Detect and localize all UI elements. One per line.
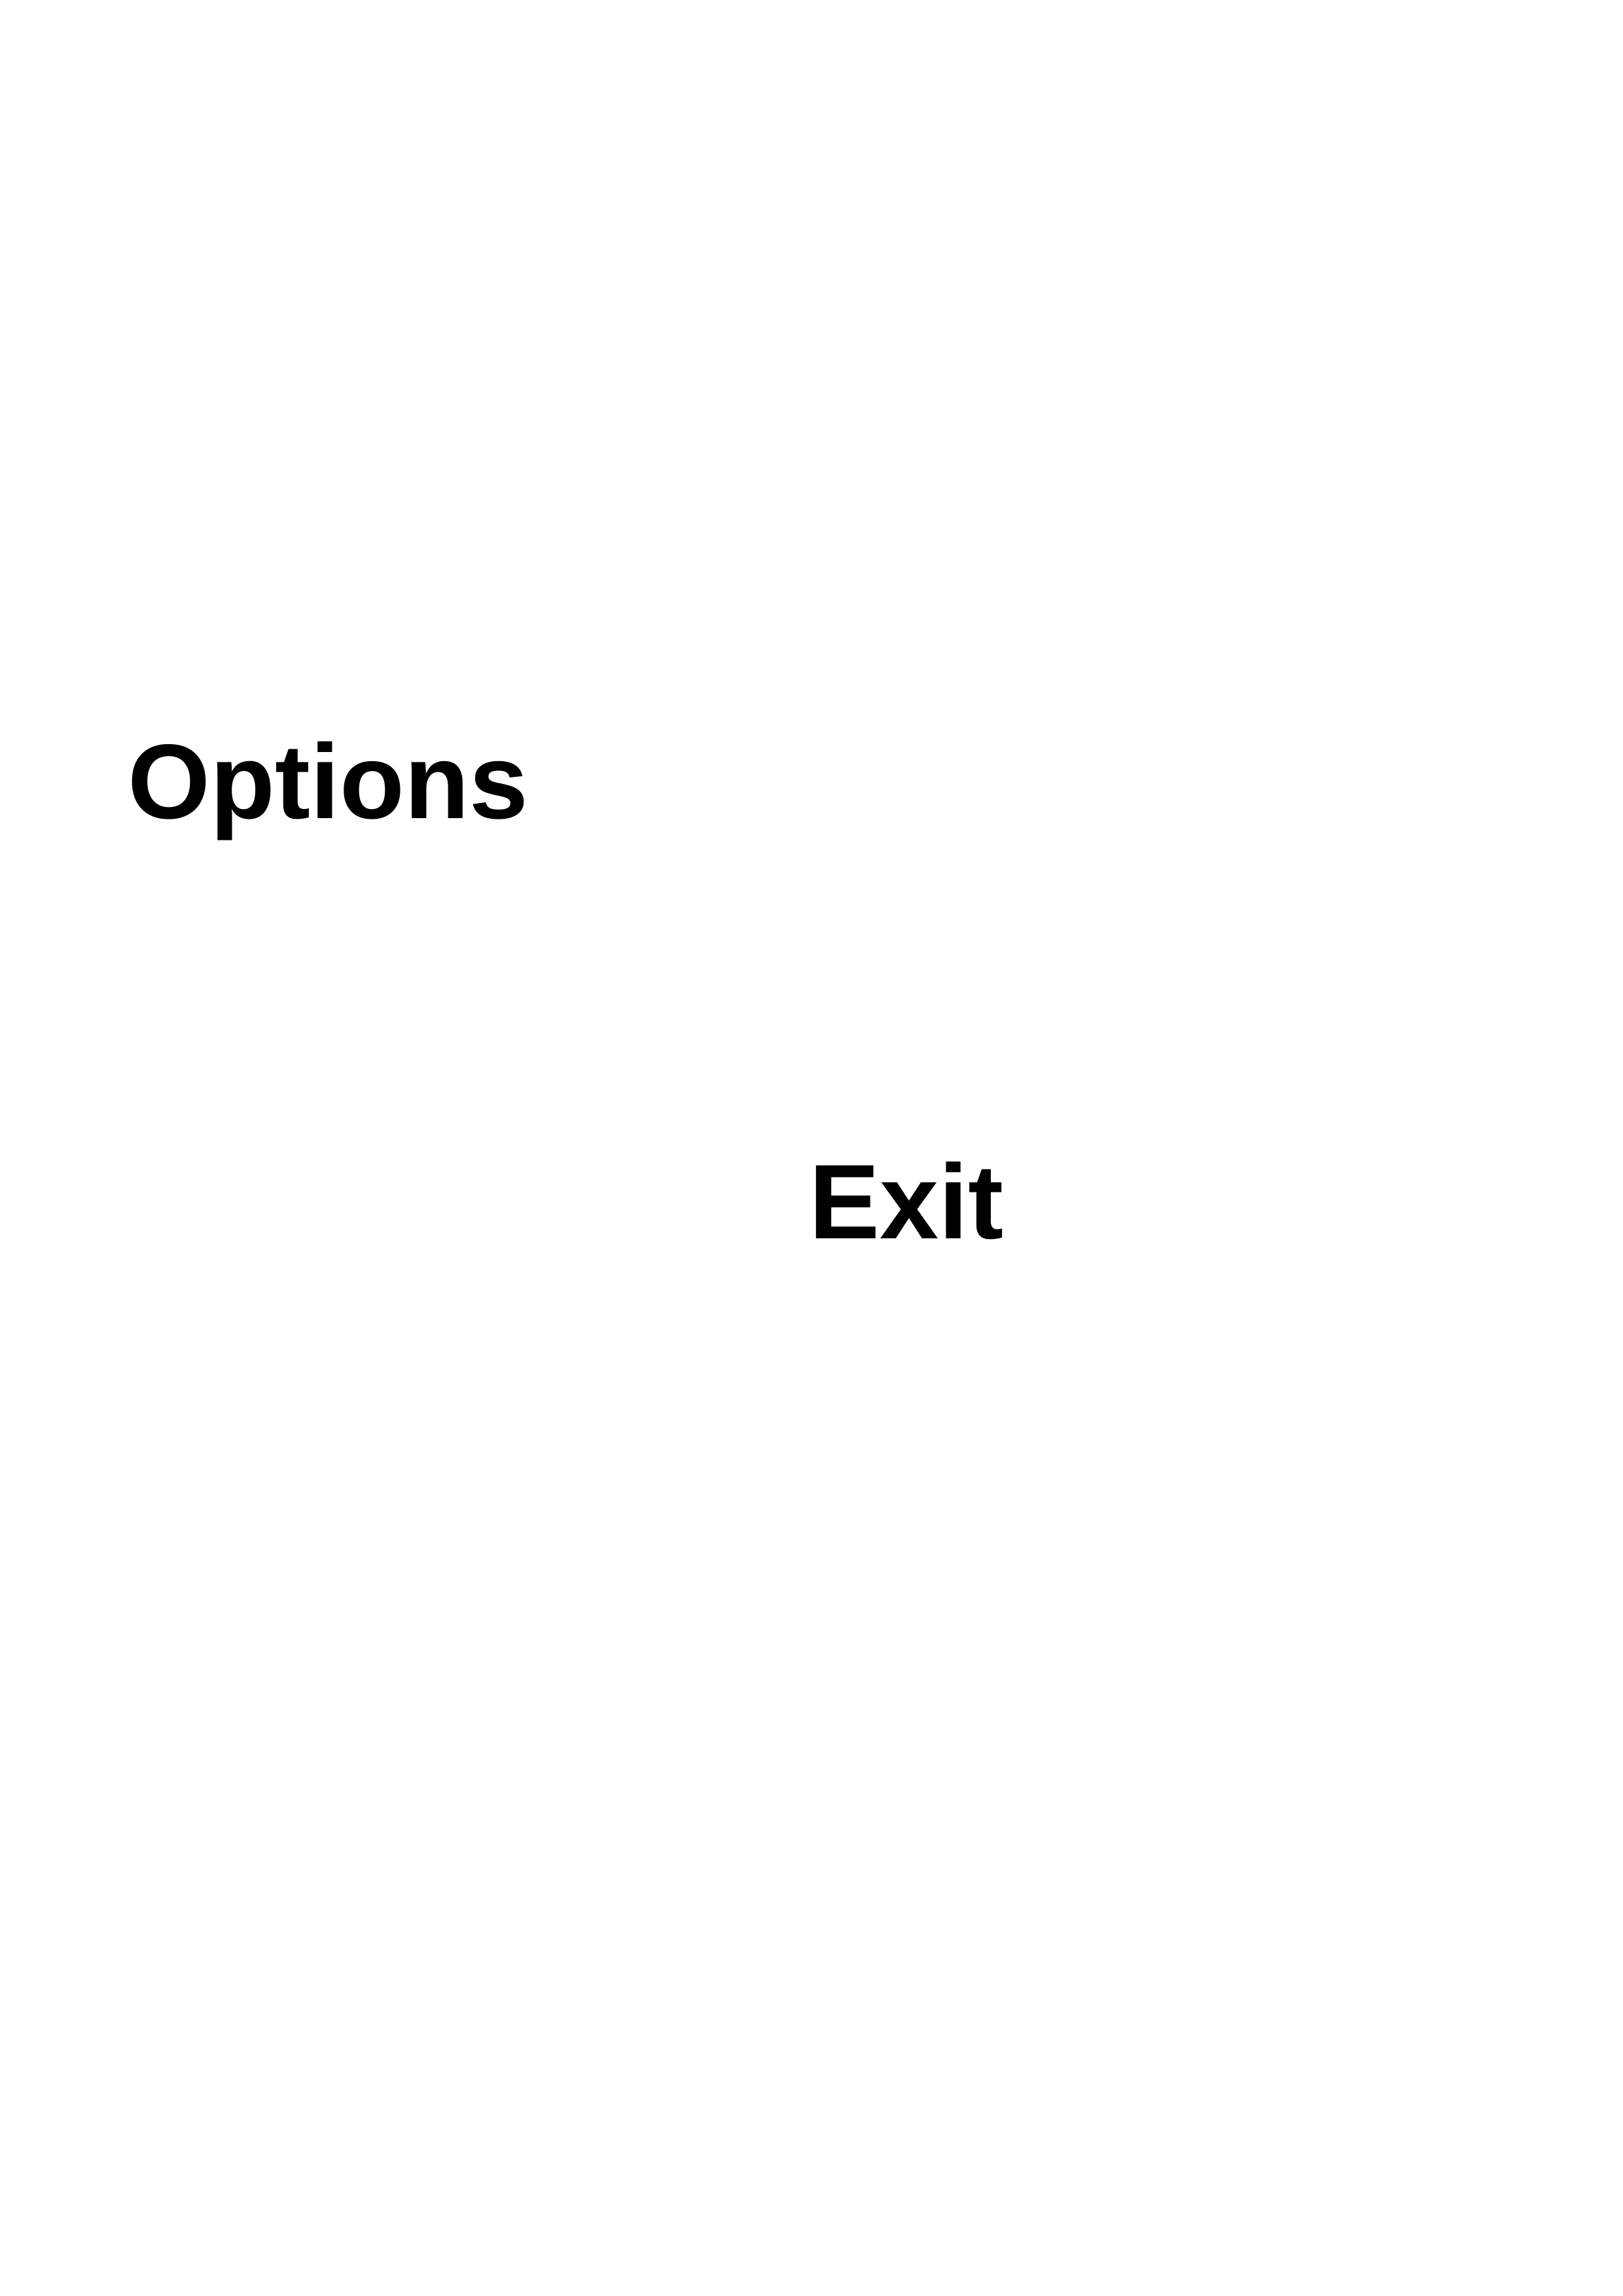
exit-menu-item[interactable]: Exit xyxy=(809,1143,1004,1261)
options-menu-item[interactable]: Options xyxy=(128,723,528,841)
